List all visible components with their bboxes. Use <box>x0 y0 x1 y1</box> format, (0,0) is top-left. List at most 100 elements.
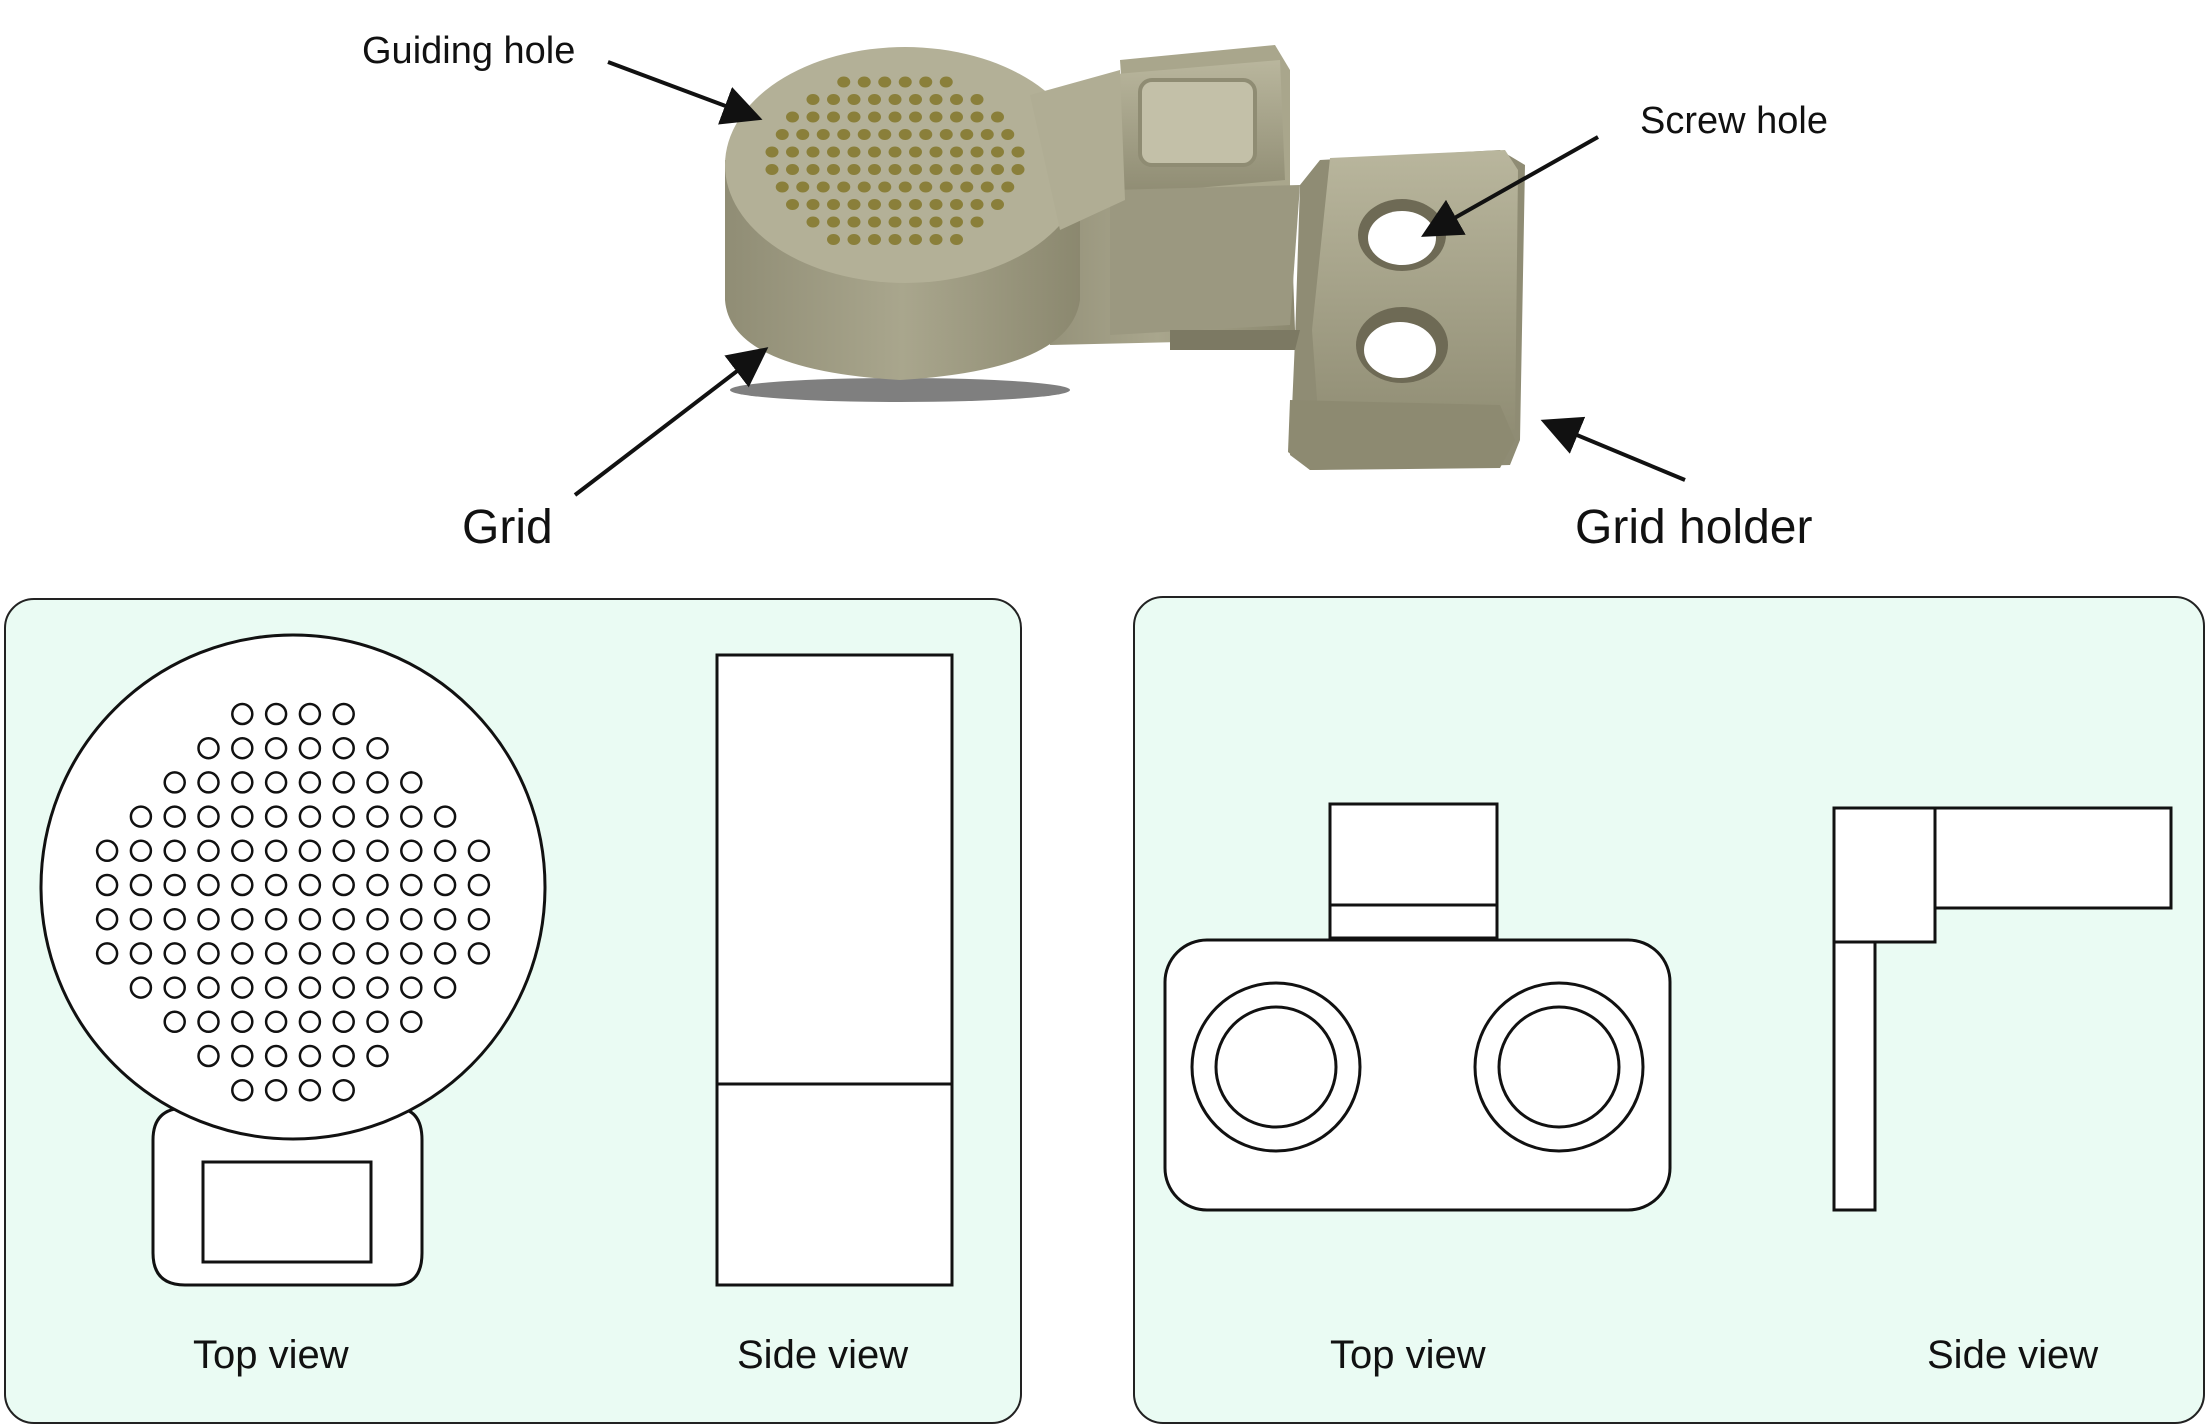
guiding-hole <box>929 216 943 228</box>
guiding-hole <box>837 76 851 88</box>
guiding-hole <box>950 164 963 175</box>
guiding-hole <box>847 199 861 210</box>
guiding-hole <box>929 146 943 158</box>
guiding-hole <box>909 111 922 123</box>
guiding-hole <box>909 146 922 158</box>
guiding-hole <box>806 94 820 105</box>
guiding-hole <box>980 129 994 140</box>
guiding-hole <box>827 111 840 123</box>
guiding-hole <box>786 146 799 158</box>
guiding-hole <box>796 181 810 193</box>
guiding-hole <box>980 181 994 193</box>
guiding-hole <box>868 216 881 228</box>
guiding-hole <box>827 234 840 245</box>
guiding-hole <box>888 164 902 175</box>
guiding-hole <box>868 111 881 123</box>
guiding-hole <box>786 199 799 210</box>
guiding-hole <box>847 94 861 105</box>
guiding-hole <box>909 164 922 175</box>
grid-top-view-label: Top view <box>193 1333 349 1377</box>
grid-drawing-panel <box>4 598 1022 1424</box>
guiding-hole <box>765 164 779 175</box>
guiding-hole <box>827 199 840 210</box>
guiding-hole <box>909 94 922 105</box>
guiding-hole <box>970 94 984 105</box>
holder-side-view-label: Side view <box>1927 1333 2099 1377</box>
guiding-hole-label: Guiding hole <box>362 30 576 72</box>
guiding-hole <box>878 181 892 193</box>
guiding-hole <box>991 164 1004 175</box>
guiding-hole <box>970 146 984 158</box>
guiding-hole <box>827 164 840 175</box>
screw-hole-arrow <box>1421 135 1599 237</box>
grid-holder-arrow <box>1540 416 1686 482</box>
guiding-hole <box>970 216 984 228</box>
guiding-hole <box>939 129 953 140</box>
guiding-hole <box>898 129 912 140</box>
guiding-hole <box>765 146 779 158</box>
guiding-hole <box>806 111 820 123</box>
guiding-hole <box>1001 129 1015 140</box>
guiding-hole <box>816 129 830 140</box>
guiding-hole <box>919 76 933 88</box>
guiding-hole <box>837 129 851 140</box>
guiding-hole <box>827 216 840 228</box>
guiding-hole <box>909 234 922 245</box>
grid-holder-part <box>1288 150 1525 470</box>
guiding-hole <box>857 76 871 88</box>
guiding-hole <box>847 146 861 158</box>
guiding-hole <box>878 129 892 140</box>
guiding-hole <box>960 129 974 140</box>
guiding-hole <box>991 146 1004 158</box>
guiding-hole <box>837 181 851 193</box>
guiding-hole <box>775 181 789 193</box>
guiding-holes-photo <box>765 76 1025 245</box>
guiding-hole <box>888 199 902 210</box>
guiding-hole <box>806 146 820 158</box>
guiding-hole <box>888 216 902 228</box>
guiding-hole <box>929 111 943 123</box>
guiding-hole <box>970 111 984 123</box>
guiding-hole <box>888 111 902 123</box>
guiding-hole <box>1001 181 1015 193</box>
guiding-hole <box>775 129 789 140</box>
guiding-hole <box>950 199 963 210</box>
grid-label: Grid <box>462 501 553 554</box>
guiding-hole <box>929 234 943 245</box>
guiding-hole <box>868 164 881 175</box>
grid-part <box>725 45 1300 402</box>
guiding-hole <box>950 94 963 105</box>
guiding-hole <box>950 234 963 245</box>
guiding-hole <box>816 181 830 193</box>
guiding-hole <box>888 146 902 158</box>
holder-drawing-panel <box>1133 596 2205 1424</box>
guiding-hole <box>898 76 912 88</box>
guiding-hole <box>857 181 871 193</box>
guiding-hole <box>868 199 881 210</box>
guiding-hole <box>888 234 902 245</box>
guiding-hole <box>806 164 820 175</box>
grid-side-view-label: Side view <box>737 1333 909 1377</box>
guiding-hole <box>950 216 963 228</box>
guiding-hole <box>847 234 861 245</box>
guiding-hole <box>878 76 892 88</box>
guiding-hole <box>1011 146 1025 158</box>
guiding-hole <box>806 199 820 210</box>
guiding-hole <box>786 111 799 123</box>
photo-illustration <box>573 45 1686 497</box>
guiding-hole <box>909 199 922 210</box>
guiding-hole <box>909 216 922 228</box>
guiding-hole <box>919 129 933 140</box>
guiding-hole <box>827 146 840 158</box>
guiding-hole <box>970 199 984 210</box>
screw-hole-label: Screw hole <box>1640 100 1828 142</box>
guiding-hole <box>847 216 861 228</box>
guiding-hole <box>857 129 871 140</box>
grid-holder-label: Grid holder <box>1575 501 1813 554</box>
guiding-hole <box>929 199 943 210</box>
guiding-hole <box>847 164 861 175</box>
guiding-hole <box>939 181 953 193</box>
guiding-hole <box>960 181 974 193</box>
guiding-hole <box>970 164 984 175</box>
guiding-hole <box>950 111 963 123</box>
